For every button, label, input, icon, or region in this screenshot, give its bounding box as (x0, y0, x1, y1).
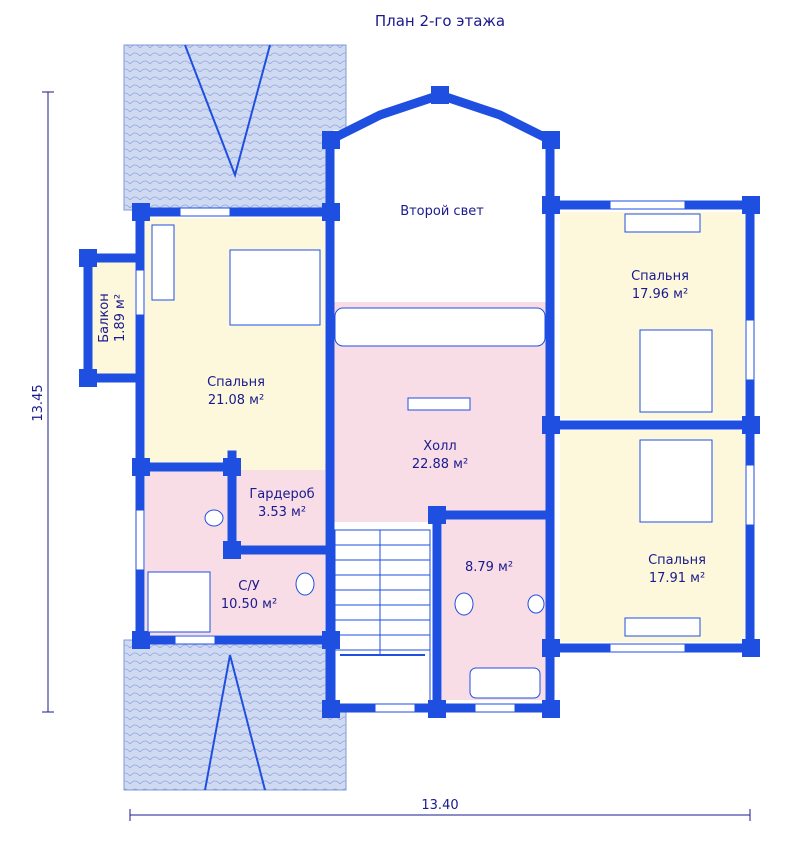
second-light-label: Второй свет (400, 204, 484, 219)
sink-left (204, 509, 224, 527)
hall-name: Холл (423, 439, 456, 454)
sofa-hall (334, 307, 546, 347)
windows (135, 200, 755, 713)
roof-bottom (123, 639, 347, 791)
bathroom-left-area: 10.50 м² (221, 597, 277, 612)
tv-hall (407, 397, 471, 411)
bathroom-center-area: 8.79 м² (465, 560, 513, 575)
cabinet-right-bottom (624, 617, 701, 637)
toilet-left (295, 572, 315, 596)
bedroom-left-name: Спальня (207, 375, 265, 390)
bed-left (229, 249, 321, 326)
wardrobe-name: Гардероб (249, 487, 314, 502)
toilet-center (454, 592, 474, 616)
cabinet-left (151, 224, 175, 301)
balcony-area: 1.89 м² (113, 294, 128, 342)
wardrobe-area: 3.53 м² (258, 505, 306, 520)
bedroom-right-bottom-name: Спальня (648, 553, 706, 568)
furniture (147, 213, 713, 699)
hall-area: 22.88 м² (412, 457, 468, 472)
staircase (334, 529, 431, 706)
bathtub-corner (147, 571, 211, 633)
bathroom-left-name: С/У (238, 579, 259, 594)
roof-top (123, 44, 347, 211)
dimension-width: 13.40 (421, 798, 458, 813)
bedroom-right-top-name: Спальня (631, 269, 689, 284)
plan-title: План 2-го этажа (375, 12, 505, 30)
bedroom-left-area: 21.08 м² (208, 393, 264, 408)
second-light-fill (333, 130, 551, 302)
wall-posts (79, 86, 760, 718)
bedroom-right-top-area: 17.96 м² (632, 287, 688, 302)
cabinet-right-top (624, 213, 701, 233)
balcony-fill (90, 262, 135, 374)
balcony-name: Балкон (97, 293, 112, 343)
bed-right-bottom (639, 439, 713, 523)
bedroom-right-bottom-area: 17.91 м² (649, 571, 705, 586)
bathtub-center (469, 667, 541, 699)
bed-right-top (639, 329, 713, 413)
dimension-height: 13.45 (31, 384, 46, 421)
sink-center (527, 594, 545, 614)
dimension-lines (42, 91, 751, 821)
